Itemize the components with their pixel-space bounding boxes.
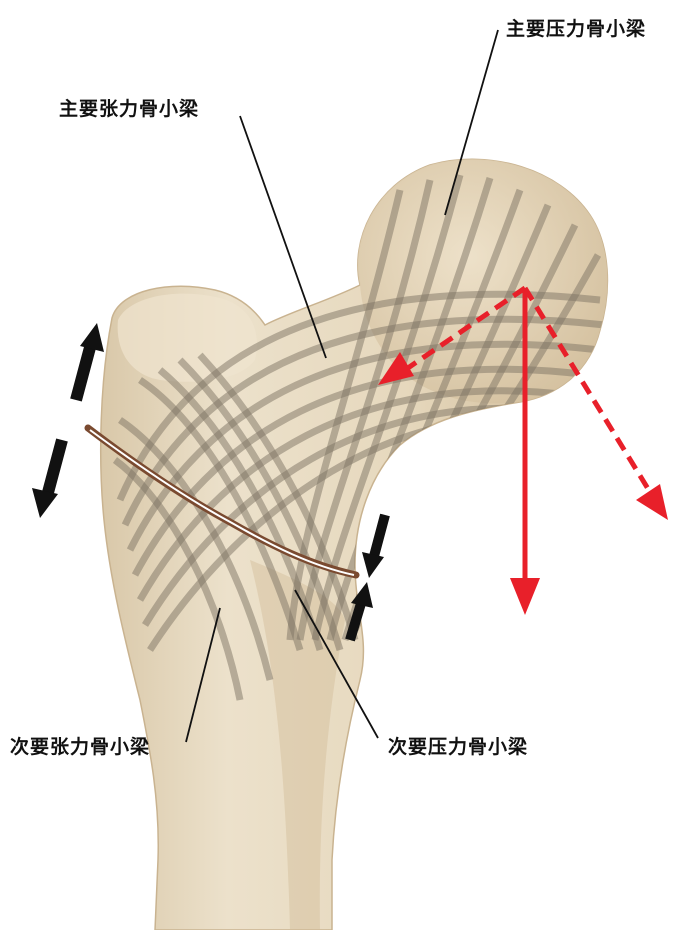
force-arrow-vertical-head <box>510 578 540 615</box>
label-primary-tensile-trabeculae: 主要张力骨小梁 <box>59 94 199 121</box>
motion-arrow-up-left <box>76 323 104 400</box>
motion-arrow-down-right <box>362 515 385 578</box>
label-secondary-tensile-trabeculae: 次要张力骨小梁 <box>10 732 150 759</box>
label-primary-compressive-trabeculae: 主要压力骨小梁 <box>506 14 646 41</box>
force-arrow-lateral-head <box>636 484 668 520</box>
label-secondary-compressive-trabeculae: 次要压力骨小梁 <box>388 732 528 759</box>
motion-arrow-down-left <box>32 440 62 518</box>
